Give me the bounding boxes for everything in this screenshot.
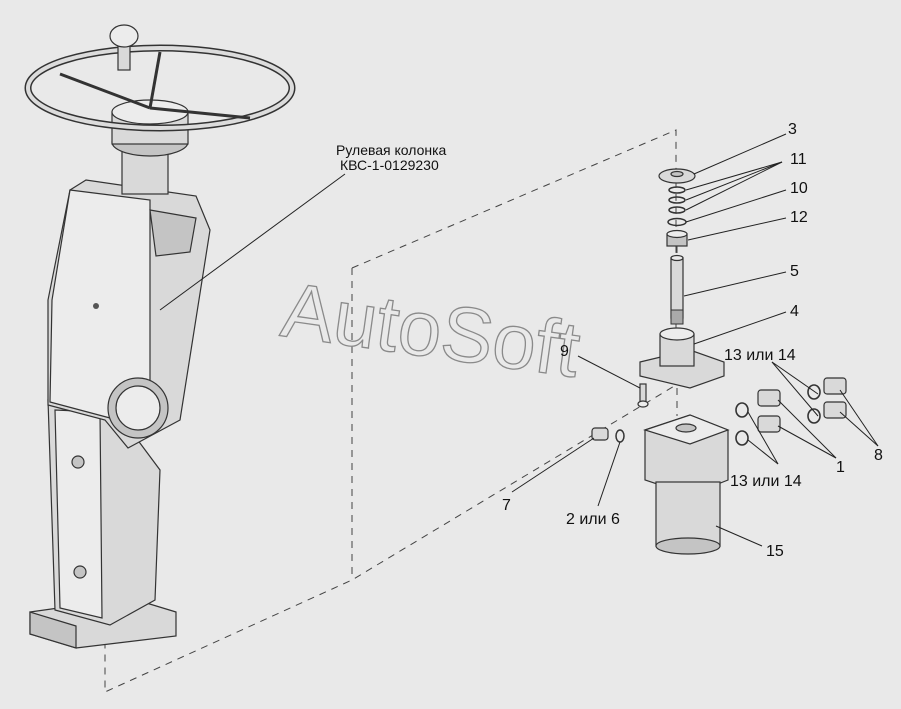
callout-7: 7 <box>502 497 511 514</box>
column-bolt-2 <box>73 565 87 579</box>
assembly-title-line2: КВС-1-0129230 <box>340 157 439 173</box>
steering-column <box>24 24 296 649</box>
steering-wheel-rim-face <box>26 46 294 130</box>
column-shaft <box>121 149 169 195</box>
assembly-leader <box>159 173 346 311</box>
callout-11: 11 <box>790 151 807 168</box>
part-15-port <box>675 423 697 433</box>
part-11-ring-b <box>668 196 686 204</box>
wheel-spoke-2 <box>149 106 251 120</box>
part-10-ring <box>667 217 687 227</box>
part-13-washer-c <box>807 384 821 400</box>
column-lower-front <box>54 409 103 619</box>
wheel-spoke-1 <box>59 72 151 110</box>
part-5-shaft <box>670 257 684 319</box>
part-9-bolt <box>639 383 647 403</box>
callout-leaders <box>511 133 879 547</box>
part-1-fitting-a <box>757 389 781 407</box>
part-4-top <box>659 327 695 341</box>
part-5-spline <box>670 309 684 325</box>
callout-1: 1 <box>836 459 845 476</box>
part-1-fitting-b <box>757 415 781 433</box>
callout-12: 12 <box>790 209 808 226</box>
column-side-bracket <box>149 209 197 257</box>
part-8-fitting-b <box>823 401 847 419</box>
part-3-hole <box>670 170 684 178</box>
callout-5: 5 <box>790 263 799 280</box>
callout-10: 10 <box>790 180 808 197</box>
callout-2-or-6: 2 или 6 <box>566 511 620 528</box>
callout-15: 15 <box>766 543 784 560</box>
part-11-ring-c <box>668 206 686 214</box>
column-base-side <box>29 611 77 649</box>
exploded-parts <box>591 168 847 555</box>
column-pivot-face <box>115 385 161 431</box>
part-12-top <box>666 229 688 239</box>
callout-labels: 3 11 10 12 5 4 9 13 или 14 8 1 13 или 14… <box>502 121 883 560</box>
part-11-ring-a <box>668 186 686 194</box>
part-7-fitting <box>591 427 609 441</box>
callout-8: 8 <box>874 447 883 464</box>
callout-9: 9 <box>560 343 569 360</box>
column-screw <box>93 303 99 309</box>
callout-13-or-14-top: 13 или 14 <box>724 347 796 364</box>
part-9-head <box>637 400 649 408</box>
callout-3: 3 <box>788 121 797 138</box>
part-15-motor <box>655 481 721 547</box>
assembly-dashed-outline <box>104 129 677 693</box>
part-13-washer-b <box>735 430 749 446</box>
wheel-spoke-3 <box>148 51 162 109</box>
part-13-washer-d <box>807 408 821 424</box>
part-2-washer <box>615 429 625 443</box>
callout-4: 4 <box>790 303 799 320</box>
part-13-washer-a <box>735 402 749 418</box>
wheel-knob <box>109 24 139 48</box>
part-8-fitting-a <box>823 377 847 395</box>
assembly-title-line1: Рулевая колонка <box>336 142 447 158</box>
part-5-top <box>670 254 684 262</box>
callout-13-or-14-bottom: 13 или 14 <box>730 473 802 490</box>
watermark: AutoSoft <box>277 265 586 394</box>
part-15-motor-bottom <box>655 537 721 555</box>
column-bolt-1 <box>71 455 85 469</box>
